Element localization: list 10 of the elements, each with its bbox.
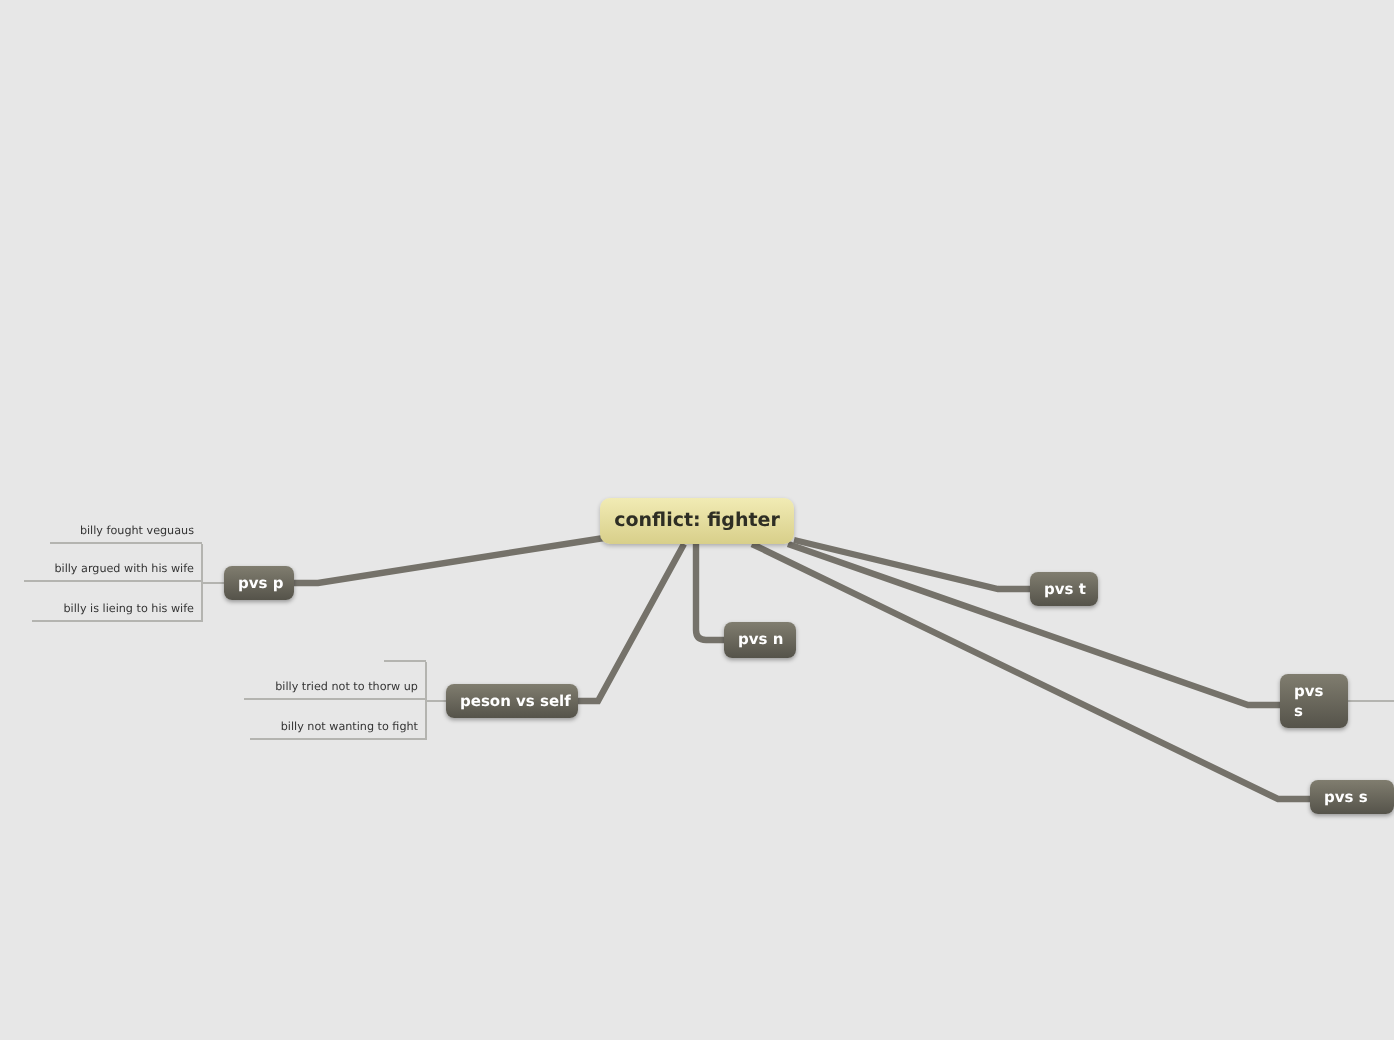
connector-line [1347, 700, 1394, 702]
connector-line [201, 582, 225, 623]
central-topic: conflict: fighter [600, 498, 794, 544]
connector-line [578, 542, 687, 705]
connector-line [692, 544, 724, 644]
connector-line [793, 536, 1030, 593]
connector-line [750, 541, 1310, 803]
connector-line [425, 700, 447, 741]
connector-line [294, 534, 605, 587]
connector-line [786, 541, 1280, 709]
